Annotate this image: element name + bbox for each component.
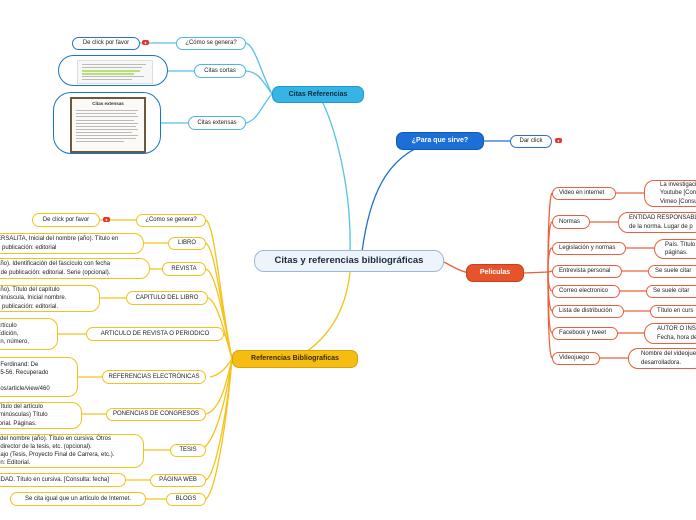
ref-detail-capitulo[interactable]: año). Título del capítulo minúscula, Ini… [0,285,100,312]
peliculas-item-facebook[interactable]: Facebook y tweet [552,327,618,340]
ref-item-revista[interactable]: REVISTA [162,262,206,276]
detail-line: ón: Editorial. [0,460,31,467]
detail-line: l del nombre (año). Título en cursiva. O… [0,435,111,442]
referencias-bibliograficas-hub[interactable]: Referencias Bibliograficas [232,350,358,368]
peliculas-item-legislacion[interactable]: Legislación y normas [552,242,626,255]
detail-line: año). Título del capítulo [0,287,60,294]
detail-line: minúscula, Inicial nombre. [0,295,67,302]
peliculas-item-entrevista[interactable]: Entrevista personal [552,265,622,278]
peliculas-detail-lista-distribucion[interactable]: Título en curs [650,305,696,318]
detail-line: en, número, [0,339,30,346]
detail-line: artículo [0,322,17,329]
ref-detail-articulo[interactable]: artículo Edición, en, número, [0,318,58,350]
peliculas-hub[interactable]: Peliculas [466,264,524,282]
dar-click-node[interactable]: Dar click [510,135,552,148]
peliculas-item-lista-distribucion[interactable]: Lista de distribución [552,305,624,318]
ref-item-capitulo[interactable]: CAPITULO DEL LIBRO [126,291,208,305]
peliculas-item-normas[interactable]: Normas [552,215,590,229]
detail-line: Fecha, hora de [657,334,696,341]
detail-line: 25-56. Recuperado [0,369,49,376]
ref-detail-libro[interactable]: ERSALITA, Inicial del nombre (año). Títu… [0,233,144,254]
citas-cortas-image[interactable] [58,55,168,86]
peliculas-detail-normas[interactable]: ENTIDAD RESPONSABLE de la norma. Lugar d… [618,212,696,233]
ref-item-pagina-web[interactable]: PÁGINA WEB [150,474,206,487]
detail-line: Vimeo [Consu [660,198,696,205]
detail-line: ERSALITA, Inicial del nombre (año). Títu… [0,236,119,243]
detail-line: bajo (Tesis, Proyecto Final de Carrera, … [0,452,115,458]
ref-detail-tesis[interactable]: l del nombre (año). Título en cursiva. O… [0,434,144,468]
ref-detail-blogs[interactable]: Se cita igual que un artículo de Interne… [10,492,146,506]
ref-item-ponencias[interactable]: PONENCIAS DE CONGRESOS [106,408,206,421]
como-se-genera-node[interactable]: ¿Cómo se genera? [176,37,246,50]
ref-item-como-se-genera[interactable]: ¿Como se genera? [136,214,206,227]
ref-item-libro[interactable]: LIBRO [168,237,206,250]
detail-line: nos/article/view/460 [0,386,50,393]
citas-referencias-hub[interactable]: Citas Referencias [272,86,364,103]
detail-line: ENTIDAD RESPONSABLE [629,215,696,222]
ref-item-tesis[interactable]: TESIS [170,444,206,457]
peliculas-item-video-internet[interactable]: Video en internet [552,187,616,200]
ref-detail-pagina-web[interactable]: IDAD. Título en cursiva. [Consulta: fech… [0,473,126,487]
detail-line: f Ferdinand: De [0,361,39,368]
detail-line: Nombre del videojue [641,351,696,358]
document-title: Citas extensas [92,101,124,106]
detail-line: páginas. [665,250,688,256]
document-thumbnail: Citas extensas [70,97,146,153]
detail-line: r de publicación: editorial. Serie (opci… [0,269,111,276]
detail-line: Youtube [Con [660,190,696,197]
link-badge-icon[interactable]: ● [142,40,149,45]
ref-detail-de-click[interactable]: De click por favor [32,213,100,227]
de-click-node[interactable]: De click por favor [72,37,140,50]
peliculas-detail-facebook[interactable]: AUTOR O INST Fecha, hora de [644,323,696,344]
text-thumbnail [77,60,153,84]
detail-line: Edición, [0,330,19,337]
ref-detail-referencias-electronicas[interactable]: f Ferdinand: De 25-56. Recuperado nos/ar… [0,357,78,397]
ref-item-articulo[interactable]: ARTICULO DE REVISTA O PERIODICO [86,327,224,341]
citas-extensas-image[interactable]: Citas extensas [53,92,161,154]
detail-line: e publicación: editorial [0,244,57,251]
peliculas-detail-entrevista[interactable]: Se suele citar [648,265,696,278]
ref-item-blogs[interactable]: BLOGS [166,493,206,506]
detail-line: desarrolladora. [641,359,682,366]
peliculas-detail-correo[interactable]: Se suele citar [646,285,696,298]
central-topic[interactable]: Citas y referencias bibliográficas [254,250,444,272]
detail-line: torial. Páginas. [0,420,37,427]
detail-line: La investigació [660,182,696,189]
peliculas-detail-legislacion[interactable]: País. Título páginas. [654,239,696,259]
para-que-sirve-hub[interactable]: ¿Para que sirve? [396,132,484,150]
link-badge-icon[interactable]: ● [555,138,562,143]
detail-line: País. Título [665,241,696,248]
ref-detail-ponencias[interactable]: Título del artículo (minúsculas) Título … [0,402,82,429]
detail-line: Título del artículo [0,404,44,411]
peliculas-detail-video-internet[interactable]: La investigació Youtube [Con Vimeo [Cons… [644,180,696,207]
detail-line: : director de la tesis, etc. (opcional). [0,443,92,450]
ref-item-referencias-electronicas[interactable]: REFERENCIAS ELECTRÓNICAS [102,370,206,384]
ref-detail-revista[interactable]: año). Identificación del fascículo con f… [0,258,150,279]
peliculas-item-videojuego[interactable]: Videojuego [552,352,600,365]
detail-line: año). Identificación del fascículo con f… [0,261,111,268]
link-badge-icon[interactable]: ● [103,217,110,222]
detail-line: de la norma. Lugar de p [629,223,693,230]
detail-line: AUTOR O INST [657,326,696,333]
citas-extensas-node[interactable]: Citas extensas [188,116,246,130]
peliculas-item-correo[interactable]: Correo electronico [552,285,620,298]
detail-line: e publicación: editorial. [0,303,59,310]
peliculas-detail-videojuego[interactable]: Nombre del videojue desarrolladora. [628,348,696,369]
detail-line: (minúsculas) Título [0,412,48,419]
citas-cortas-node[interactable]: Citas cortas [194,64,246,78]
